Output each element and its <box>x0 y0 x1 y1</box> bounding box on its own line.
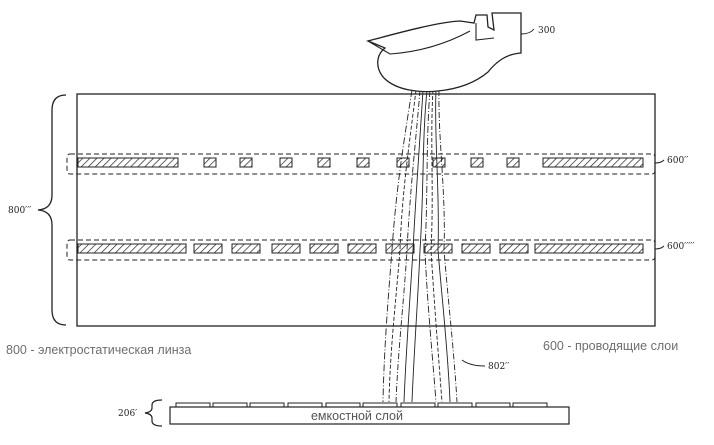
electrode <box>309 243 339 254</box>
electrodes-top <box>77 157 644 168</box>
finger <box>365 12 522 93</box>
electrode <box>231 243 261 254</box>
electrode <box>271 243 301 254</box>
finger-ref-label: 300 <box>538 26 555 36</box>
capacitive-brace <box>144 399 163 427</box>
lens-ref-label: 800′′′ <box>8 206 31 216</box>
lens-brace <box>37 94 67 326</box>
lens-caption: 800 - электростатическая линза <box>6 343 191 357</box>
layer-bottom-ref-label: 600′′′′′ <box>667 242 694 252</box>
layers-caption: 600 - проводящие слои <box>543 339 678 353</box>
electrode <box>239 157 253 168</box>
leader-top-layer <box>654 159 665 164</box>
electrode <box>77 157 179 168</box>
capacitive-layer: емкостной слой <box>169 402 570 425</box>
electrode <box>193 243 223 254</box>
electrode <box>279 157 293 168</box>
electrode <box>396 157 410 168</box>
electrode <box>317 157 331 168</box>
conductive-layer-bottom <box>66 239 656 261</box>
electrode <box>356 157 370 168</box>
electrode <box>499 243 529 254</box>
capacitive-ref-label: 206′ <box>118 409 137 419</box>
leader-field-lines <box>461 359 486 367</box>
lens-body <box>76 93 656 327</box>
leader-finger <box>520 28 535 35</box>
electrode <box>347 243 377 254</box>
electrode <box>77 243 187 254</box>
field-lines <box>382 89 458 403</box>
conductive-layer-top <box>66 153 656 175</box>
capacitive-pads <box>175 402 548 408</box>
electrode <box>432 157 446 168</box>
electrode <box>461 243 491 254</box>
capacitive-layer-label: емкостной слой <box>311 409 403 423</box>
electrode <box>534 243 644 254</box>
leader-bottom-layer <box>654 245 665 250</box>
electrode <box>542 157 644 168</box>
layer-top-ref-label: 600′′ <box>667 156 688 166</box>
electrode <box>470 157 484 168</box>
field-lines-ref-label: 802′′ <box>488 362 509 372</box>
electrode <box>203 157 217 168</box>
electrode <box>506 157 520 168</box>
electrodes-bottom <box>77 243 644 254</box>
